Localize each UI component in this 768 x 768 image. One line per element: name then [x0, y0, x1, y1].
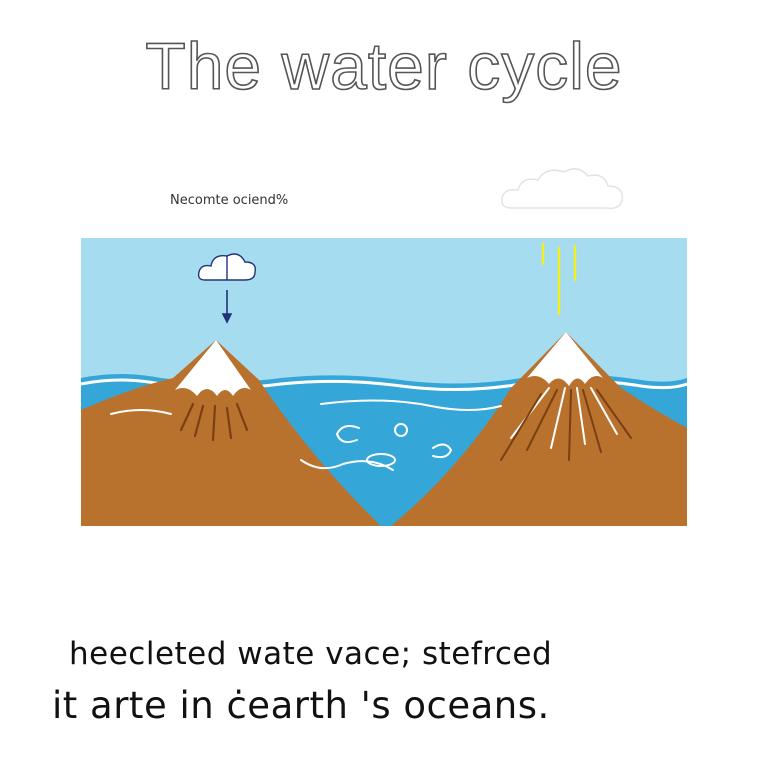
down-arrow-icon — [221, 290, 233, 324]
diagram-label: Necomte ociend% — [170, 193, 289, 208]
water-swirls — [110, 399, 502, 471]
water-cycle-scene — [81, 238, 687, 526]
left-mountain-snowcap — [175, 340, 251, 396]
cloud-decoration-icon — [500, 168, 623, 210]
cloud-icon — [197, 253, 256, 281]
rain-streak-icon — [541, 242, 577, 316]
right-mountain-snowcap — [527, 332, 603, 386]
caption-line-2: it arte in ċearth 's oceans. — [52, 684, 550, 727]
left-mountain-ridges — [179, 402, 249, 442]
page-title: The water cycle — [145, 28, 623, 104]
right-mountain — [391, 332, 687, 526]
right-mountain-ridges — [500, 387, 632, 461]
caption-line-1: heecleted wate vace; stefrced — [69, 636, 553, 672]
